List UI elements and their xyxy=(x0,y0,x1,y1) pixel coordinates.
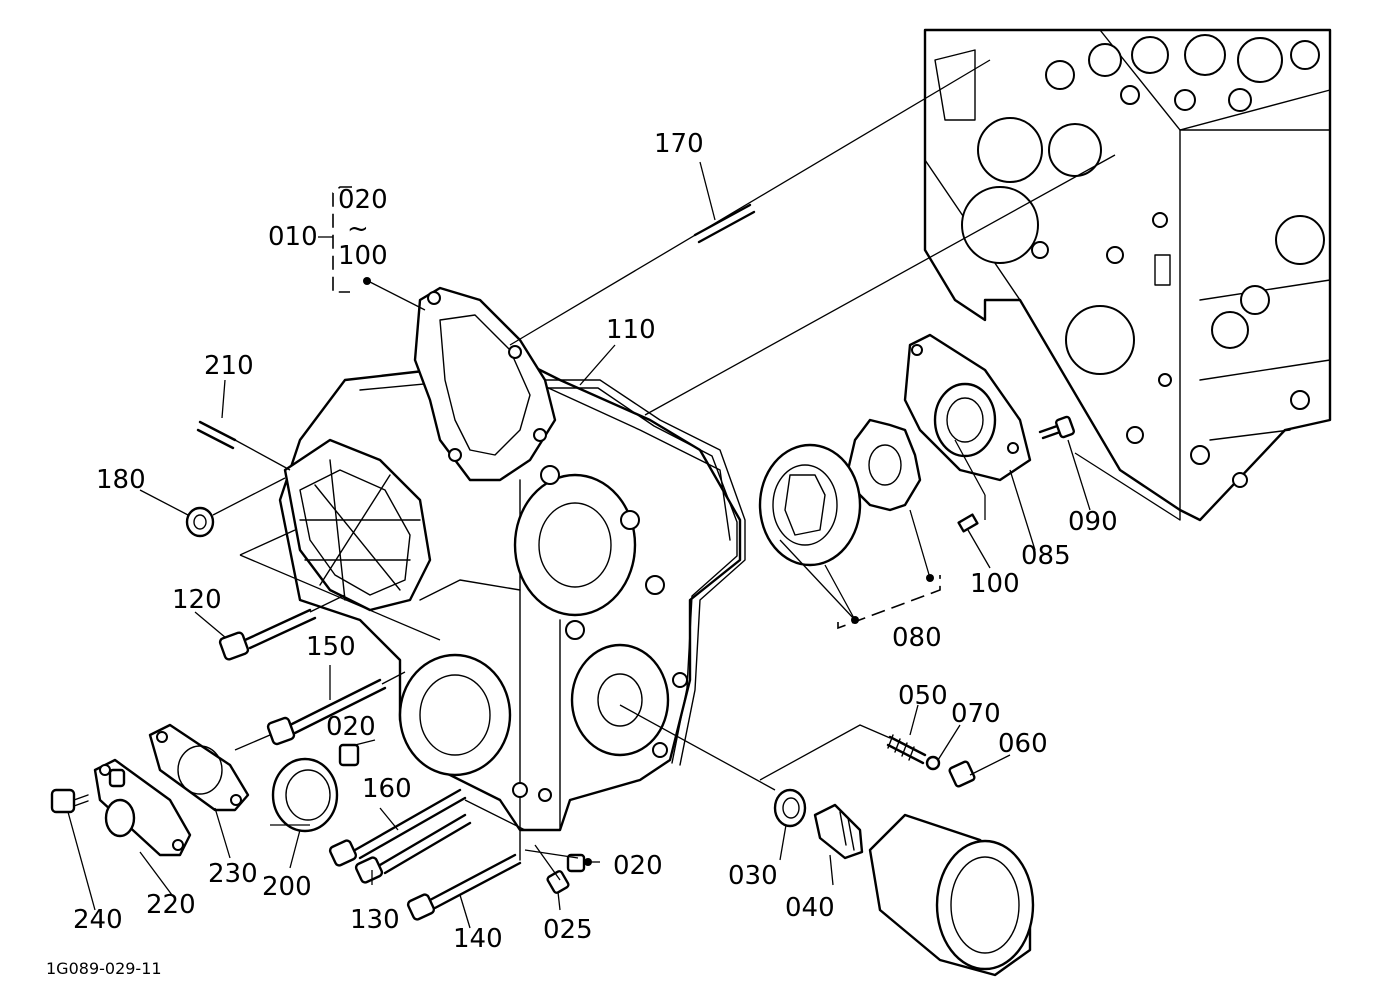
oil-seal-200 xyxy=(271,757,339,833)
dot-020-bottom xyxy=(584,858,592,866)
label-100: 100 xyxy=(970,569,1020,599)
label-group-sep: ~ xyxy=(347,214,369,244)
washer-030 xyxy=(773,788,807,828)
callout-labels: 170 020 ~ 100 010 110 210 180 120 150 02… xyxy=(46,129,1118,978)
label-060: 060 xyxy=(998,729,1048,759)
label-080: 080 xyxy=(892,623,942,653)
diagram-id: 1G089-029-11 xyxy=(46,959,162,978)
label-140: 140 xyxy=(453,924,503,954)
oil-pump-bracket xyxy=(837,574,941,630)
bolt-130 xyxy=(354,813,472,884)
label-230: 230 xyxy=(208,859,258,889)
group-bracket xyxy=(318,186,371,293)
label-240: 240 xyxy=(73,905,123,935)
pulley-cover xyxy=(283,438,432,612)
oil-pump-parts xyxy=(758,333,1076,567)
bolt-150 xyxy=(266,678,387,746)
gasket-top xyxy=(413,286,557,482)
label-130: 130 xyxy=(350,905,400,935)
plug-025 xyxy=(546,870,570,894)
nut-180 xyxy=(185,506,215,538)
bolt-240 xyxy=(50,788,89,814)
bolt-120 xyxy=(218,608,317,661)
stud-210 xyxy=(196,420,237,450)
label-050: 050 xyxy=(898,681,948,711)
engine-block xyxy=(923,28,1332,522)
bolt-160 xyxy=(328,788,467,867)
label-025: 025 xyxy=(543,915,593,945)
label-070: 070 xyxy=(951,699,1001,729)
bolt-140 xyxy=(406,853,522,921)
plug-020-left xyxy=(338,743,360,767)
leader-lines xyxy=(67,59,1181,929)
label-170: 170 xyxy=(654,129,704,159)
label-220: 220 xyxy=(146,890,196,920)
label-085: 085 xyxy=(1021,541,1071,571)
oil-filter xyxy=(868,813,1035,977)
label-040: 040 xyxy=(785,893,835,923)
label-160: 160 xyxy=(362,774,412,804)
label-210: 210 xyxy=(204,351,254,381)
gear-case xyxy=(278,358,742,861)
label-010: 010 xyxy=(268,222,318,252)
label-090: 090 xyxy=(1068,507,1118,537)
label-120: 120 xyxy=(172,585,222,615)
label-110: 110 xyxy=(606,315,656,345)
gasket-230 xyxy=(148,723,250,812)
flange-220 xyxy=(93,758,192,857)
relief-valve xyxy=(886,734,976,788)
label-200: 200 xyxy=(262,872,312,902)
label-030: 030 xyxy=(728,861,778,891)
label-group-end: 100 xyxy=(338,241,388,271)
label-150: 150 xyxy=(306,632,356,662)
label-020-bottom: 020 xyxy=(613,851,663,881)
label-group-start: 020 xyxy=(338,185,388,215)
plug-020-bottom xyxy=(566,853,586,873)
label-180: 180 xyxy=(96,465,146,495)
nipple-040 xyxy=(813,803,864,860)
gasket-110 xyxy=(539,379,746,766)
label-020-left: 020 xyxy=(326,712,376,742)
